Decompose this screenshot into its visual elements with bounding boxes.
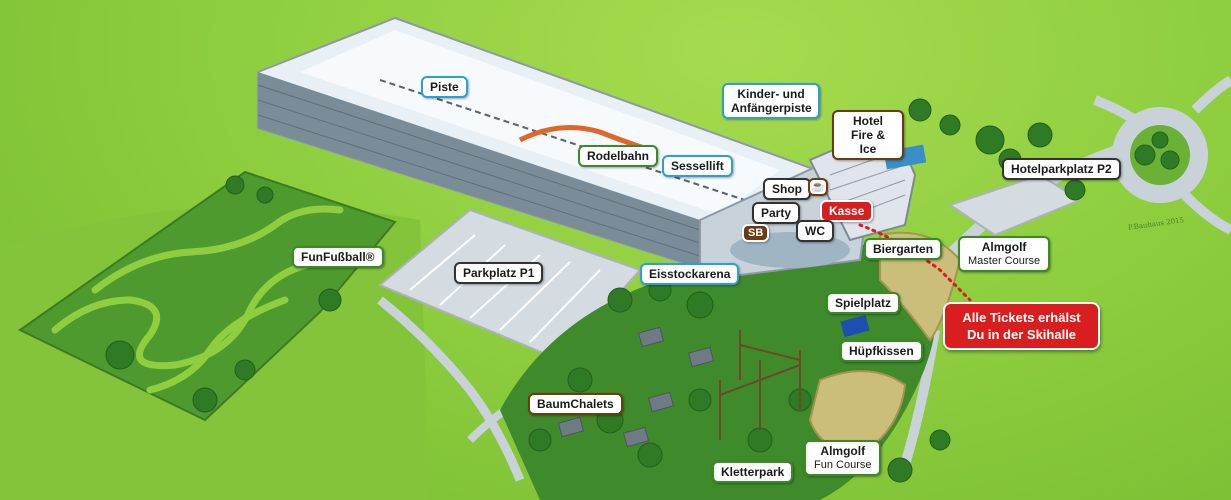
huepfkissen-pad <box>840 314 870 338</box>
label-almgolf-fun[interactable]: Almgolf Fun Course <box>804 440 882 476</box>
label-sessellift[interactable]: Sessellift <box>662 155 733 177</box>
parking-stripes <box>409 234 601 343</box>
almgolf-fun-subtitle: Fun Course <box>814 459 872 471</box>
piste-snow <box>300 30 780 215</box>
label-kasse[interactable]: Kasse <box>820 200 874 222</box>
funfussball-path <box>146 296 289 394</box>
almgolf-master-subtitle: Master Course <box>968 255 1041 267</box>
label-baumchalets[interactable]: BaumChalets <box>528 393 623 415</box>
label-piste[interactable]: Piste <box>421 76 468 98</box>
label-parkplatz-p1[interactable]: Parkplatz P1 <box>454 262 544 284</box>
label-party[interactable]: Party <box>752 202 801 224</box>
sessellift-line <box>379 79 761 206</box>
label-huepfkissen[interactable]: Hüpfkissen <box>840 340 923 362</box>
trees <box>105 98 1180 483</box>
almgolf-master-title: Almgolf <box>981 240 1027 254</box>
funfussball-path <box>91 205 344 294</box>
almgolf-fun-title: Almgolf <box>820 444 866 458</box>
tickets-line-1: Alle Tickets erhälst <box>962 310 1081 325</box>
label-biergarten[interactable]: Biergarten <box>864 238 943 260</box>
hotelparkplatz-p2-area <box>947 173 1083 237</box>
road <box>1093 95 1138 125</box>
label-kinder-anfaengerpiste[interactable]: Kinder- und Anfängerpiste <box>722 83 820 119</box>
rodelbahn-track <box>518 125 651 153</box>
label-funfussball[interactable]: FunFußball® <box>292 246 384 268</box>
baumchalets-huts <box>557 326 715 448</box>
road <box>1181 191 1231 235</box>
label-hotelparkplatz-p2[interactable]: Hotelparkplatz P2 <box>1002 158 1121 180</box>
label-wc[interactable]: WC <box>796 220 834 242</box>
label-eisstockarena[interactable]: Eisstockarena <box>640 263 740 285</box>
label-spielplatz[interactable]: Spielplatz <box>826 292 901 314</box>
road <box>1191 75 1231 114</box>
label-almgolf-master[interactable]: Almgolf Master Course <box>958 236 1051 272</box>
label-shop[interactable]: Shop <box>763 178 811 200</box>
tickets-info-box[interactable]: Alle Tickets erhälst Du in der Skihalle <box>943 302 1100 350</box>
label-hotel-fire-ice[interactable]: Hotel Fire & Ice <box>832 110 904 160</box>
label-sb[interactable]: SB <box>742 224 770 242</box>
ticket-path <box>858 223 972 302</box>
tickets-line-2: Du in der Skihalle <box>966 327 1077 342</box>
label-rodelbahn[interactable]: Rodelbahn <box>578 145 658 167</box>
label-kletterpark[interactable]: Kletterpark <box>712 461 794 483</box>
road <box>377 296 525 482</box>
kletterpark-structures <box>719 330 801 440</box>
funfussball-path <box>51 258 324 370</box>
roundabout-center <box>1130 125 1190 185</box>
facade-lines <box>257 84 701 257</box>
hotel-windows <box>829 149 906 221</box>
restaurant-icon: ☕ <box>808 178 828 196</box>
